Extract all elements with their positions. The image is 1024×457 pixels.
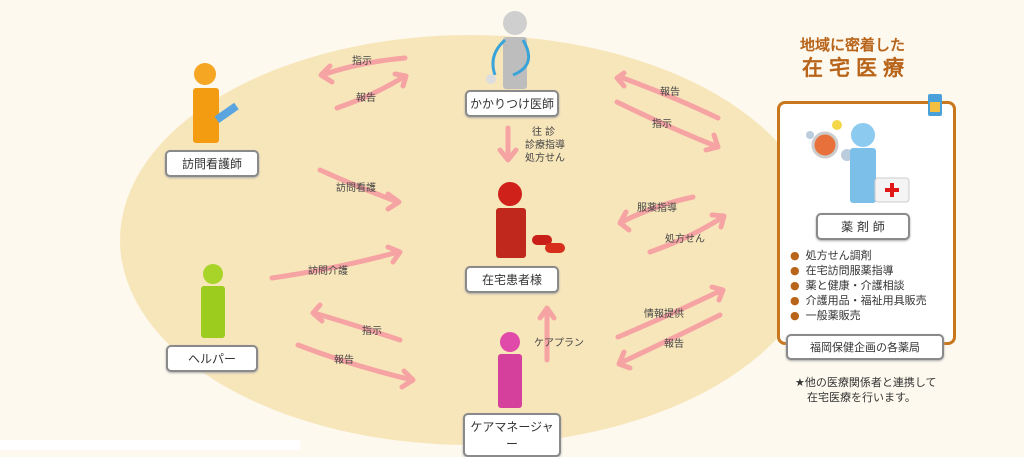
helper-figure-icon [201,264,225,338]
text-pharm-instruct: 指示 [652,119,672,130]
arrow-report-doctor [334,71,409,111]
text-instruct: 指示 [352,56,372,67]
ellipse-background [120,35,820,445]
patient-figure-icon [496,182,565,258]
patient-label: 在宅患者様 [465,266,559,293]
pharmacist-label: 薬 剤 師 [816,213,910,240]
note-line2: 在宅医療を行います。 [807,391,916,404]
text-helper-report: 報告 [334,355,354,366]
text-visit-nursing: 訪問看護 [336,183,376,194]
arrow-doctor-patient [497,125,519,163]
text-visit: 往 診 [532,127,556,138]
nurse-label: 訪問看護師 [165,150,259,177]
text-visit-care: 訪問介護 [308,266,348,277]
services-list: 処方せん調剤 在宅訪問服薬指導 薬と健康・介護相談 介護用品・福祉用具販売 一般… [790,248,927,323]
arrow-visit-nursing [317,167,402,212]
arrow-careplan [537,305,557,363]
arrow-info [615,284,726,340]
text-careplan: ケアプラン [534,338,584,349]
caremanager-label: ケアマネージャー [463,413,561,457]
arrow-rx [647,212,727,255]
arrow-instruct-nurse [318,55,408,85]
service-item: 処方せん調剤 [790,248,927,263]
text-helper-instruct: 指示 [362,326,382,337]
text-rx: 処方せん [525,153,565,164]
note-line1: ★他の医療関係者と連携して [795,376,937,389]
doctor-label: かかりつけ医師 [465,90,559,117]
text-cm-report: 報告 [664,339,684,350]
doctor-figure-icon [486,11,531,89]
nurse-figure-icon [193,63,239,143]
helper-label: ヘルパー [166,345,258,372]
text-pharm-rx: 処方せん [665,234,705,245]
caremanager-figure-icon [498,332,522,408]
arrow-instruct-helper [310,302,403,343]
note: ★他の医療関係者と連携して在宅医療を行います。 [795,375,937,405]
arrow-instruct-right [614,99,721,153]
service-item: 一般薬販売 [790,308,927,323]
arrow-report-cm [616,312,723,371]
text-pharm-report: 報告 [660,87,680,98]
pharmacist-figure-icon [806,94,942,203]
text-report: 報告 [356,93,376,104]
arrow-report-left [614,70,721,121]
arrow-visit-care [269,244,403,281]
title-line1: 地域に密着した [800,36,906,54]
arrow-report-helper [295,342,416,390]
text-guidance: 診療指導 [525,140,565,151]
pharmacy-label: 福岡保健企画の各薬局 [786,334,944,360]
text-med-guidance: 服薬指導 [637,203,677,214]
arrows [269,55,727,390]
arrow-med-guidance [617,194,696,233]
text-info: 情報提供 [644,309,684,320]
service-item: 介護用品・福祉用具販売 [790,293,927,308]
service-item: 薬と健康・介護相談 [790,278,927,293]
service-item: 在宅訪問服薬指導 [790,263,927,278]
title-line2: 在宅医療 [802,56,910,80]
